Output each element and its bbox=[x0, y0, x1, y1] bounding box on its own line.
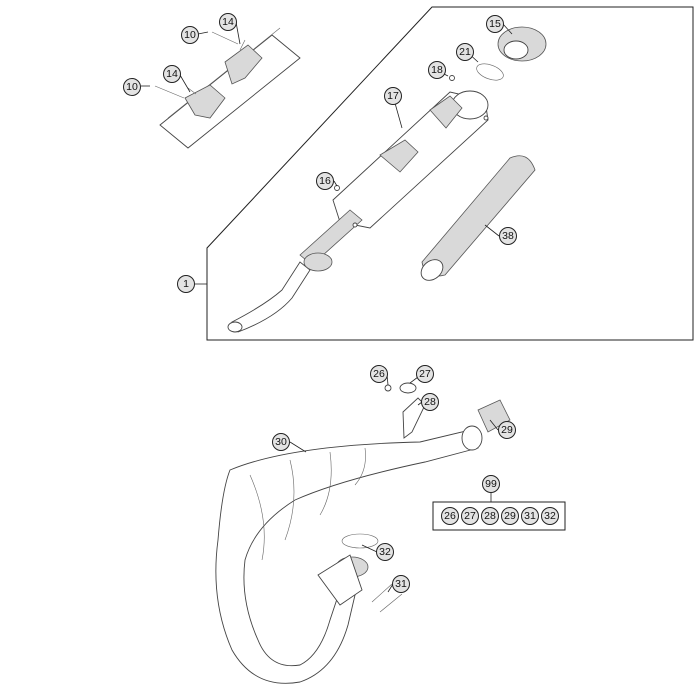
callout-32[interactable]: 32 bbox=[376, 543, 394, 561]
callout-18[interactable]: 18 bbox=[428, 61, 446, 79]
callout-21[interactable]: 21 bbox=[456, 43, 474, 61]
callout-label: 17 bbox=[387, 90, 399, 102]
kit-item-29[interactable]: 29 bbox=[501, 507, 519, 525]
callout-label: 14 bbox=[166, 68, 178, 80]
callout-31[interactable]: 31 bbox=[392, 575, 410, 593]
callout-label: 1 bbox=[183, 278, 189, 290]
callout-28[interactable]: 28 bbox=[421, 393, 439, 411]
callout-label: 16 bbox=[319, 175, 331, 187]
callout-99[interactable]: 99 bbox=[482, 475, 500, 493]
callout-label: 27 bbox=[464, 510, 476, 522]
callout-label: 28 bbox=[484, 510, 496, 522]
kit-item-32[interactable]: 32 bbox=[541, 507, 559, 525]
callout-label: 32 bbox=[544, 510, 556, 522]
callout-label: 29 bbox=[501, 424, 513, 436]
callout-26[interactable]: 26 bbox=[370, 365, 388, 383]
kit-item-28[interactable]: 28 bbox=[481, 507, 499, 525]
callout-label: 18 bbox=[431, 64, 443, 76]
kit-item-31[interactable]: 31 bbox=[521, 507, 539, 525]
callout-label: 31 bbox=[524, 510, 536, 522]
callout-14[interactable]: 14 bbox=[163, 65, 181, 83]
callout-label: 26 bbox=[373, 368, 385, 380]
callout-27[interactable]: 27 bbox=[416, 365, 434, 383]
callout-label: 30 bbox=[275, 436, 287, 448]
callout-10[interactable]: 10 bbox=[181, 26, 199, 44]
callout-label: 32 bbox=[379, 546, 391, 558]
kit-item-26[interactable]: 26 bbox=[441, 507, 459, 525]
callout-label: 10 bbox=[126, 81, 138, 93]
callout-label: 10 bbox=[184, 29, 196, 41]
callout-16[interactable]: 16 bbox=[316, 172, 334, 190]
callout-label: 29 bbox=[504, 510, 516, 522]
callout-label: 15 bbox=[489, 18, 501, 30]
callout-label: 38 bbox=[502, 230, 514, 242]
parts-kit-box bbox=[432, 501, 566, 531]
callout-15[interactable]: 15 bbox=[486, 15, 504, 33]
callout-29[interactable]: 29 bbox=[498, 421, 516, 439]
callout-1[interactable]: 1 bbox=[177, 275, 195, 293]
callout-38[interactable]: 38 bbox=[499, 227, 517, 245]
callout-label: 21 bbox=[459, 46, 471, 58]
callout-label: 27 bbox=[419, 368, 431, 380]
callout-label: 31 bbox=[395, 578, 407, 590]
kit-item-27[interactable]: 27 bbox=[461, 507, 479, 525]
callout-label: 14 bbox=[222, 16, 234, 28]
exhaust-pipe-parts bbox=[215, 382, 511, 684]
callout-14[interactable]: 14 bbox=[219, 13, 237, 31]
callout-label: 26 bbox=[444, 510, 456, 522]
callout-label: 28 bbox=[424, 396, 436, 408]
silencer-parts bbox=[227, 26, 547, 333]
silencer-assembly-frame bbox=[206, 6, 694, 341]
callout-label: 99 bbox=[485, 478, 497, 490]
callout-30[interactable]: 30 bbox=[272, 433, 290, 451]
callout-10[interactable]: 10 bbox=[123, 78, 141, 96]
muffler-bracket-detail bbox=[154, 27, 301, 149]
callout-17[interactable]: 17 bbox=[384, 87, 402, 105]
